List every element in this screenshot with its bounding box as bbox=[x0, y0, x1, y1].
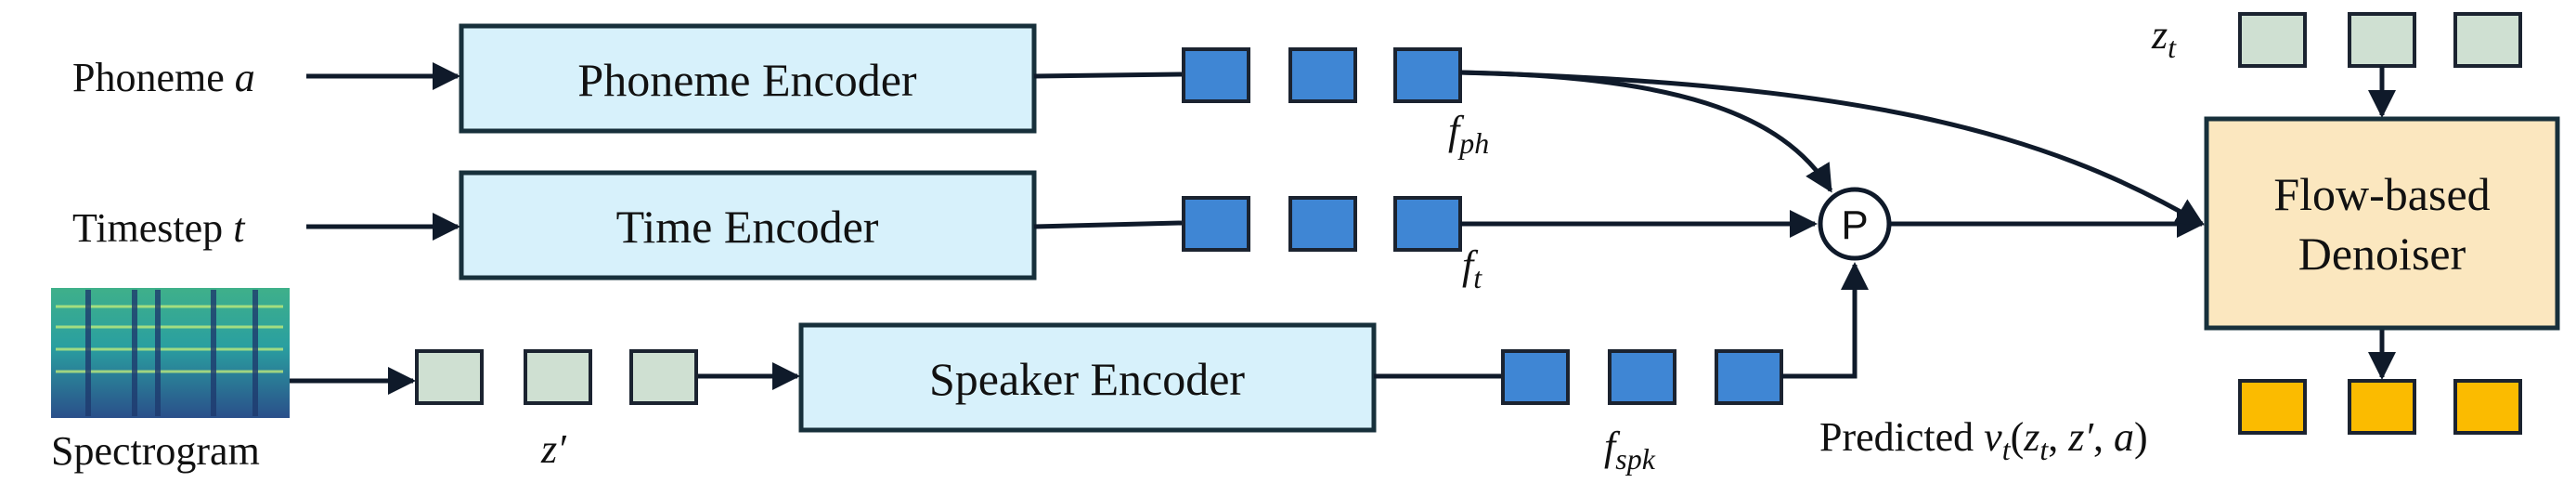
token-blue bbox=[1715, 349, 1783, 405]
timestep-input-label: Timestep t bbox=[72, 205, 246, 251]
token-green bbox=[629, 349, 698, 405]
token-blue bbox=[1288, 47, 1357, 103]
f-t-tokens bbox=[1182, 196, 1462, 252]
f-t-label: ft bbox=[1462, 242, 1482, 294]
phoneme-encoder-label: Phoneme Encoder bbox=[577, 54, 917, 106]
output-tokens bbox=[2238, 379, 2522, 435]
phoneme-input-label: Phoneme a bbox=[72, 55, 255, 100]
f-spk-to-pool bbox=[1781, 262, 1869, 379]
token-yellow bbox=[2348, 379, 2416, 435]
token-blue bbox=[1182, 196, 1250, 252]
pool-node: P bbox=[1818, 187, 1892, 261]
token-green bbox=[524, 349, 592, 405]
time-encoder: Time Encoder bbox=[459, 170, 1037, 281]
token-green bbox=[2238, 12, 2307, 68]
time-encoder-label: Time Encoder bbox=[616, 201, 879, 253]
denoiser-label-line1: Flow-based bbox=[2273, 168, 2490, 220]
spectrogram-image bbox=[51, 288, 290, 418]
flow-based-denoiser: Flow-based Denoiser bbox=[2204, 116, 2560, 331]
phoneme-encoder: Phoneme Encoder bbox=[459, 23, 1037, 134]
f-ph-label: fph bbox=[1448, 108, 1489, 160]
z-t-label: zt bbox=[2151, 12, 2177, 64]
denoiser-label-line2: Denoiser bbox=[2298, 228, 2466, 280]
time-encoder-out bbox=[1033, 220, 1183, 229]
f-spk-tokens bbox=[1501, 349, 1783, 405]
f-spk-label: fspk bbox=[1604, 424, 1656, 476]
z-t-tokens bbox=[2238, 12, 2522, 68]
output-label: Predicted vt(zt, z′, a) bbox=[1819, 414, 2148, 466]
token-blue bbox=[1393, 196, 1462, 252]
token-blue bbox=[1393, 47, 1462, 103]
speaker-encoder: Speaker Encoder bbox=[798, 322, 1377, 433]
token-blue bbox=[1501, 349, 1570, 405]
token-green bbox=[2453, 12, 2522, 68]
token-blue bbox=[1608, 349, 1676, 405]
speaker-encoder-label: Speaker Encoder bbox=[929, 353, 1245, 405]
token-green bbox=[415, 349, 484, 405]
phoneme-encoder-out bbox=[1033, 72, 1183, 79]
token-green bbox=[2348, 12, 2416, 68]
f-ph-to-denoiser bbox=[1459, 70, 2205, 227]
z-prime-label: z′ bbox=[540, 426, 567, 472]
token-yellow bbox=[2453, 379, 2522, 435]
f-ph-tokens bbox=[1182, 47, 1462, 103]
token-blue bbox=[1182, 47, 1250, 103]
f-ph-to-pool bbox=[1459, 70, 1833, 193]
token-blue bbox=[1288, 196, 1357, 252]
token-yellow bbox=[2238, 379, 2307, 435]
spectrogram-label: Spectrogram bbox=[51, 428, 260, 474]
z-prime-tokens bbox=[415, 349, 698, 405]
pool-symbol: P bbox=[1841, 202, 1868, 248]
